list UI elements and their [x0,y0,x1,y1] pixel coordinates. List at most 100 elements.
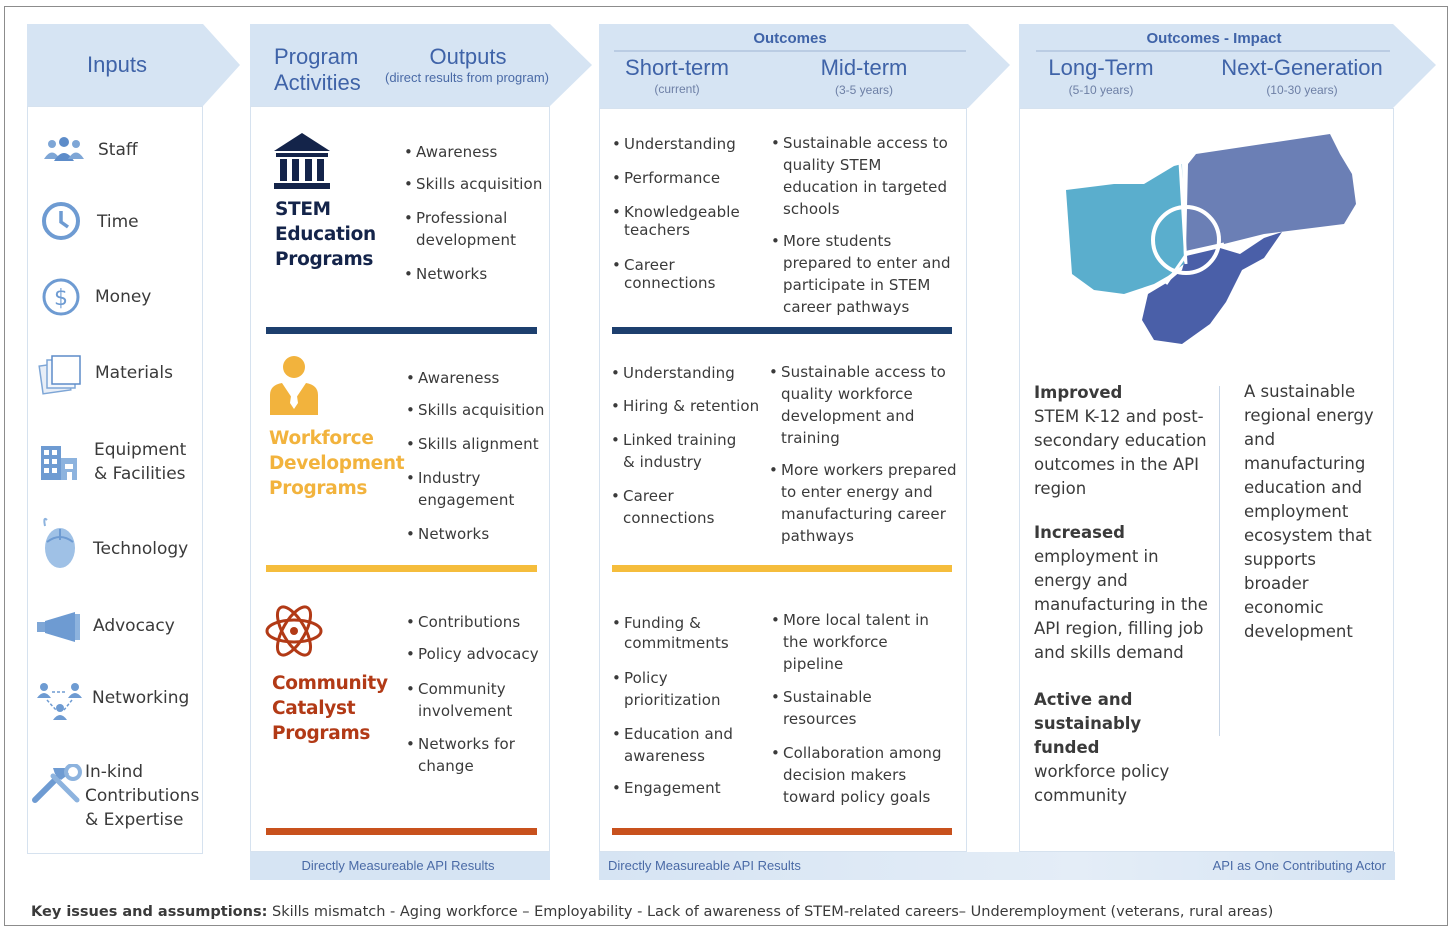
input-label-technology: Technology [93,539,189,559]
outcomes-column [599,108,967,852]
long-term-increased: Increased employment in energy and manuf… [1034,521,1212,665]
input-label-inkind-line2: Contributions [85,786,200,806]
program-title-stem-line2: Education [275,224,376,245]
input-label-equipment-line2: & Facilities [94,464,186,484]
programs-footer: Directly Measureable API Results [301,858,495,873]
workforce-divider-bar [266,565,537,572]
materials-icon [37,354,83,400]
long-term-active-text: workforce policy community [1034,762,1170,805]
outcomes-footer: Directly Measureable API Results [608,858,801,873]
long-term-increased-bold: Increased [1034,523,1125,542]
input-label-inkind-line3: & Expertise [85,810,184,830]
short-term-item: •Understanding [612,135,736,153]
diagram-frame [4,6,1448,926]
mid-term-item: •Sustainable resources [771,688,872,728]
long-term-title: Long-Term [1048,55,1154,80]
short-term-item: •Knowledgeable teachers [612,203,740,239]
program-title-stem: STEM Education Programs [275,197,376,272]
program-title-workforce-line3: Programs [269,478,368,499]
long-term-subtitle: (5-10 years) [1068,83,1134,97]
long-term-improved-bold: Improved [1034,383,1123,402]
short-term-item: •Performance [612,169,721,187]
output-item: •Industry engagement [406,469,515,509]
input-label-equipment: Equipment & Facilities [94,438,186,486]
short-term-title: Short-term [625,55,729,80]
long-term-improved: Improved STEM K-12 and post-secondary ed… [1034,381,1210,501]
short-term-item: •Career connections [611,487,715,527]
short-term-item: •Hiring & retention [611,397,760,415]
output-item: •Skills acquisition [406,401,545,419]
map-ohio [1066,164,1184,294]
short-term-item: •Policy prioritization [612,669,721,709]
long-term-active-bold: Active and sustainably funded [1034,690,1142,757]
input-label-materials: Materials [95,363,173,383]
svg-text:$: $ [54,286,68,311]
short-term-item: •Understanding [611,364,735,382]
mid-term-item: •More students prepared to enter and par… [771,232,951,316]
output-item: •Networks for change [406,735,516,775]
inputs-chevron [27,24,240,106]
staff-icon [42,137,86,165]
output-item: •Awareness [406,369,500,387]
mid-term-subtitle: (3-5 years) [834,83,893,97]
mid-term-title: Mid-term [820,55,908,80]
program-title-stem-line3: Programs [275,249,374,270]
program-title-workforce-line1: Workforce [269,428,374,449]
long-term-improved-text: STEM K-12 and post-secondary education o… [1034,407,1207,498]
input-label-inkind: In-kind Contributions & Expertise [85,760,199,832]
program-title-community-line1: Community [272,673,388,694]
outcomes-footer-band [599,852,1395,880]
outputs-subtitle: (direct results from program) [385,70,549,85]
outputs-title: Outputs [429,44,507,69]
output-item: •Policy advocacy [406,645,539,663]
impact-chevron [1019,24,1436,108]
map-circle [1151,205,1221,275]
output-item: •Awareness [404,143,498,161]
program-title-workforce: Workforce Development Programs [269,426,405,501]
worker-icon [268,355,320,421]
input-label-advocacy: Advocacy [93,616,175,636]
short-term-subtitle: (current) [654,82,700,96]
building-icon [39,444,79,486]
key-issues: Key issues and assumptions: Skills misma… [31,904,1273,920]
stem-divider-bar [266,327,537,334]
input-label-inkind-line1: In-kind [85,762,144,782]
workforce-outcome-bar [612,565,952,572]
network-icon [37,682,83,726]
mid-term-item: •Sustainable access to quality workforce… [769,363,946,447]
activities-title-line2: Activities [274,70,361,95]
map-pennsylvania [1186,134,1356,252]
outcomes-title: Outcomes [753,30,827,47]
output-item: •Networks [404,265,488,283]
region-map-icon [1064,134,1364,352]
stem-outcome-bar [612,327,952,334]
input-label-staff: Staff [98,140,138,160]
impact-footer: API as One Contributing Actor [1212,858,1386,873]
program-title-stem-line1: STEM [275,199,331,220]
atom-icon [264,598,324,668]
activities-title: Program Activities [274,44,361,96]
mid-term-item: •More local talent in the workforce pipe… [771,611,929,673]
inputs-column [27,106,203,854]
program-title-community: Community Catalyst Programs [272,671,388,746]
impact-divider [1219,386,1220,736]
inputs-title: Inputs [87,52,147,77]
map-west-virginia [1142,232,1282,344]
long-term-increased-text: employment in energy and manufacturing i… [1034,547,1208,662]
outcomes-chevron [599,24,1010,108]
long-term-active: Active and sustainably funded workforce … [1034,688,1210,808]
program-title-workforce-line2: Development [269,453,405,474]
input-label-time: Time [97,212,139,232]
mouse-icon [41,516,79,574]
institution-icon [272,131,332,197]
program-title-community-line3: Programs [272,723,371,744]
next-gen-title: Next-Generation [1221,55,1383,80]
activities-column [250,106,550,852]
short-term-item: •Engagement [612,779,721,797]
output-item: •Community involvement [406,680,513,720]
megaphone-icon [37,612,83,646]
input-label-money: Money [95,287,152,307]
input-label-networking: Networking [92,688,190,708]
mid-term-item: •Collaboration among decision makers tow… [771,744,942,806]
